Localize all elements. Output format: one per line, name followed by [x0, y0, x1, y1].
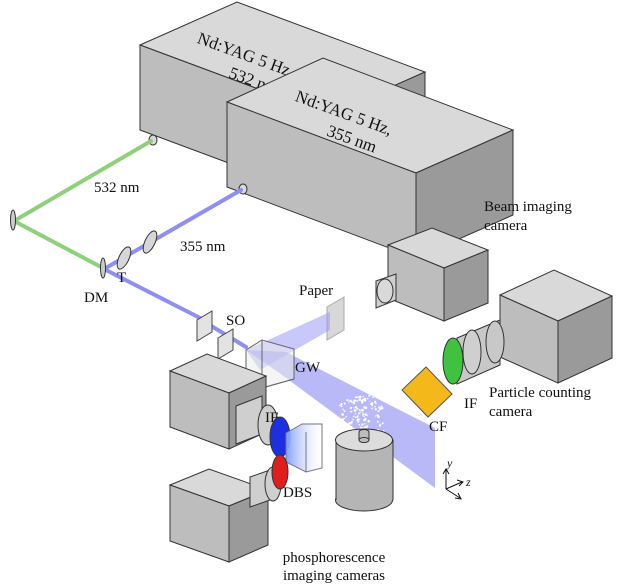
phosphorescence-cameras-label-2: imaging cameras: [283, 568, 385, 584]
telescope-lenses: [116, 230, 158, 270]
particle-counting-camera-label-2: camera: [489, 404, 533, 420]
sheet-optics: [196, 310, 234, 360]
coordinate-axes: [442, 468, 464, 500]
green-beam: [12, 139, 153, 269]
color-filter-label: CF: [429, 419, 447, 435]
dichroic-beam-splitter: [285, 423, 323, 473]
interference-filter-right-label: IF: [464, 396, 477, 412]
uv-beam-label: 355 nm: [180, 239, 226, 255]
paper-label: Paper: [299, 283, 333, 299]
dichroic-mirror-label: DM: [84, 290, 108, 306]
beam-imaging-camera: [375, 227, 490, 322]
phosphorescence-cameras-label-1: phosphorescence: [283, 550, 386, 566]
dichroic-mirror: [100, 257, 106, 279]
sheet-optics-label: SO: [226, 313, 245, 329]
green-beam-label: 532 nm: [94, 180, 140, 196]
uv-beam: [102, 188, 248, 349]
axis-z-label: z: [465, 475, 471, 489]
telescope-label: T: [117, 270, 126, 286]
light-sheet: [246, 350, 435, 488]
beam-imaging-camera-label-2: camera: [484, 218, 528, 234]
turning-mirror: [10, 209, 16, 231]
particle-camera-filter-green: [442, 337, 464, 385]
phosphorescence-camera-upper: [168, 353, 291, 458]
glass-window-label: GW: [295, 360, 321, 376]
beam-imaging-camera-label-1: Beam imaging: [484, 199, 572, 215]
color-filter-yellow: [401, 366, 453, 418]
interference-filter-left-label: IF: [265, 410, 278, 426]
laser-355-box: [225, 57, 515, 259]
phosphorescence-camera-lower: [168, 454, 289, 563]
red-filter: [271, 454, 289, 490]
particle-counting-camera-label-1: Particle counting: [489, 385, 592, 401]
dichroic-beam-splitter-label: DBS: [283, 485, 312, 501]
axis-y-label: y: [446, 456, 453, 470]
particle-counting-camera: [442, 269, 614, 385]
burner-cylinder: [335, 428, 394, 512]
